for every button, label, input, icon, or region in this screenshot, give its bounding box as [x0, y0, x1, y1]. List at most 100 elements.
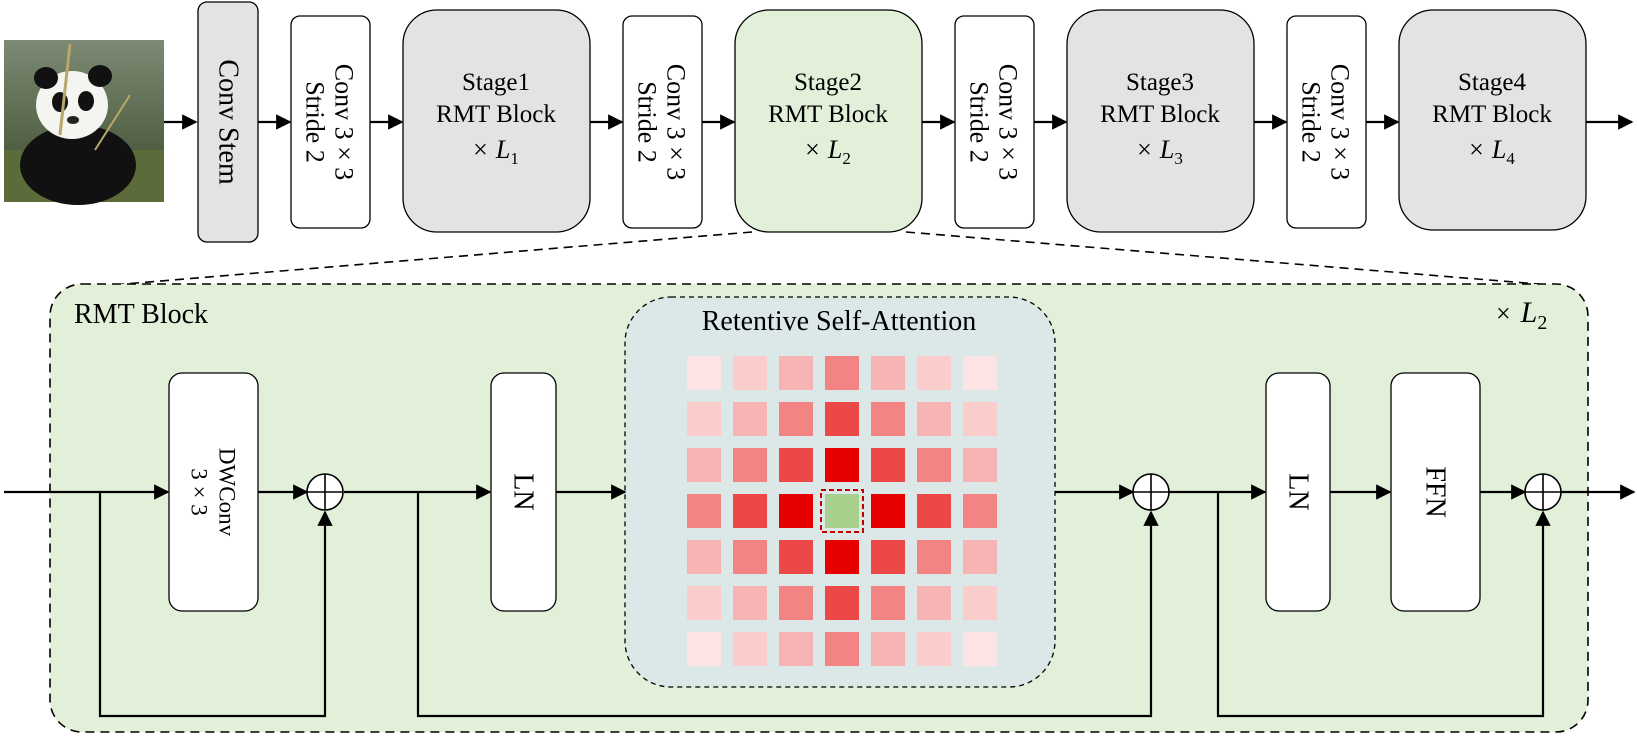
attention-center-cell — [825, 494, 859, 528]
attention-cell — [963, 632, 997, 666]
stage-3-depth: ×L3 — [1137, 135, 1183, 168]
attention-cell — [917, 586, 951, 620]
attention-title: Retentive Self-Attention — [702, 306, 977, 337]
stage-2-box: Stage2 RMT Block ×L2 — [734, 9, 923, 233]
attention-cell — [779, 632, 813, 666]
attention-cell — [779, 356, 813, 390]
stage-2-block: RMT Block — [768, 101, 888, 128]
attention-cell — [733, 402, 767, 436]
attention-cell — [963, 402, 997, 436]
attention-cell — [687, 586, 721, 620]
attention-cell — [687, 402, 721, 436]
attention-cell — [733, 632, 767, 666]
circled-plus-icon — [306, 473, 344, 511]
attention-cell — [733, 356, 767, 390]
stage-4-box: Stage4 RMT Block ×L4 — [1398, 9, 1587, 231]
attention-cell — [687, 540, 721, 574]
stage-2-depth: ×L2 — [805, 135, 851, 168]
stage-4-title: Stage4 — [1458, 69, 1527, 96]
downsample-2-line2: Stride 2 — [633, 81, 662, 163]
attention-cell — [825, 540, 859, 574]
attention-cell — [687, 356, 721, 390]
retentive-attention-panel: Retentive Self-Attention — [624, 296, 1056, 688]
attention-cell — [825, 402, 859, 436]
attention-cell — [825, 586, 859, 620]
attention-cell — [917, 494, 951, 528]
downsample-3-line1: Conv 3 × 3 — [994, 64, 1023, 181]
residual-connections — [98, 492, 1551, 718]
downsample-box-4: Conv 3 × 3 Stride 2 — [1286, 15, 1367, 229]
ln-2-label: LN — [1283, 473, 1314, 510]
attention-grid — [687, 356, 997, 666]
attention-cell — [963, 448, 997, 482]
circled-plus-icon — [1524, 473, 1562, 511]
ffn-label: FFN — [1420, 466, 1451, 517]
attention-center-frame — [820, 489, 864, 533]
attention-cell — [687, 632, 721, 666]
attention-cell — [825, 632, 859, 666]
attention-cell — [779, 448, 813, 482]
stage-2-title: Stage2 — [794, 69, 862, 96]
stage-3-block: RMT Block — [1100, 101, 1220, 128]
attention-cell — [779, 586, 813, 620]
attention-cell — [871, 540, 905, 574]
attention-cell — [917, 356, 951, 390]
attention-cell — [779, 540, 813, 574]
attention-cell — [779, 494, 813, 528]
downsample-box-3: Conv 3 × 3 Stride 2 — [954, 15, 1035, 229]
attention-cell — [871, 356, 905, 390]
attention-cell — [687, 448, 721, 482]
ln-box-1: LN — [490, 372, 557, 612]
stage-1-depth: ×L1 — [473, 135, 519, 168]
circled-plus-icon — [1132, 473, 1170, 511]
stage-1-title: Stage1 — [462, 69, 530, 96]
attention-cell — [687, 494, 721, 528]
dwconv-line1: DWConv — [215, 448, 240, 537]
attention-cell — [733, 494, 767, 528]
attention-cell — [779, 402, 813, 436]
stage-1-block: RMT Block — [436, 101, 556, 128]
downsample-4-line1: Conv 3 × 3 — [1326, 64, 1355, 181]
attention-cell — [963, 540, 997, 574]
attention-cell — [871, 632, 905, 666]
downsample-2-line1: Conv 3 × 3 — [662, 64, 691, 181]
attention-cell — [871, 402, 905, 436]
attention-cell — [871, 586, 905, 620]
downsample-1-line1: Conv 3 × 3 — [330, 64, 359, 181]
dwconv-line2: 3 × 3 — [187, 468, 212, 515]
attention-cell — [917, 448, 951, 482]
attention-cell — [917, 632, 951, 666]
downsample-box-2: Conv 3 × 3 Stride 2 — [622, 15, 703, 229]
attention-cell — [825, 448, 859, 482]
attention-cell — [963, 586, 997, 620]
conv-stem-box: Conv Stem — [197, 1, 259, 243]
ln-1-label: LN — [508, 473, 539, 510]
stage-3-box: Stage3 RMT Block ×L3 — [1066, 9, 1255, 233]
rmt-block-repeat: ×L2 — [1496, 296, 1547, 334]
stage-4-depth: ×L4 — [1469, 135, 1515, 168]
zoom-lines — [99, 231, 1563, 287]
attention-cell — [733, 448, 767, 482]
conv-stem-label: Conv Stem — [213, 59, 244, 184]
downsample-1-line2: Stride 2 — [301, 81, 330, 163]
attention-cell — [871, 494, 905, 528]
attention-cell — [733, 586, 767, 620]
dwconv-box: DWConv 3 × 3 — [168, 372, 259, 612]
downsample-box-1: Conv 3 × 3 Stride 2 — [290, 15, 371, 229]
downsample-4-line2: Stride 2 — [1297, 81, 1326, 163]
ffn-box: FFN — [1390, 372, 1481, 612]
attention-cell — [733, 540, 767, 574]
attention-cell — [963, 356, 997, 390]
attention-cell — [871, 448, 905, 482]
attention-cell — [825, 356, 859, 390]
attention-cell — [917, 540, 951, 574]
downsample-3-line2: Stride 2 — [965, 81, 994, 163]
stage-1-box: Stage1 RMT Block ×L1 — [402, 9, 591, 233]
rmt-block-title: RMT Block — [74, 299, 208, 330]
stage-4-block: RMT Block — [1432, 101, 1552, 128]
ln-box-2: LN — [1265, 372, 1331, 612]
panda-image-icon — [4, 40, 164, 205]
attention-cell — [917, 402, 951, 436]
